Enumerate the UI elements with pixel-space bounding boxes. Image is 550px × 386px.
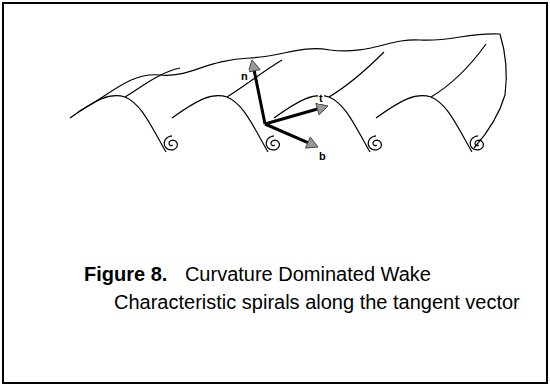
wake-sheet-line [329, 52, 384, 97]
wake-sheet-line [265, 124, 308, 143]
wake-sheet-line [164, 136, 177, 150]
vector-label: t [318, 92, 324, 104]
wake-sheet-line [376, 96, 472, 152]
wake-sheet-line [265, 109, 317, 124]
arrow-head [316, 103, 328, 115]
wake-sheet-line [70, 96, 166, 152]
wake-sheet-line [274, 96, 370, 152]
arrow-head [248, 60, 260, 72]
wake-sheet-line [368, 136, 381, 150]
vector-label: b [318, 150, 327, 162]
figure-caption: Figure 8. Curvature Dominated Wake Chara… [84, 260, 534, 316]
wake-sheet-line [125, 68, 180, 97]
wake-sheet-line [266, 136, 279, 150]
wake-sheet-line [474, 34, 506, 148]
arrow-head [306, 137, 319, 148]
wake-sheet-line [470, 136, 483, 150]
vector-label: n [240, 70, 249, 82]
wake-sheet-line [254, 71, 265, 124]
wake-sheet-line [431, 44, 486, 97]
wake-sheet-line [172, 96, 268, 152]
